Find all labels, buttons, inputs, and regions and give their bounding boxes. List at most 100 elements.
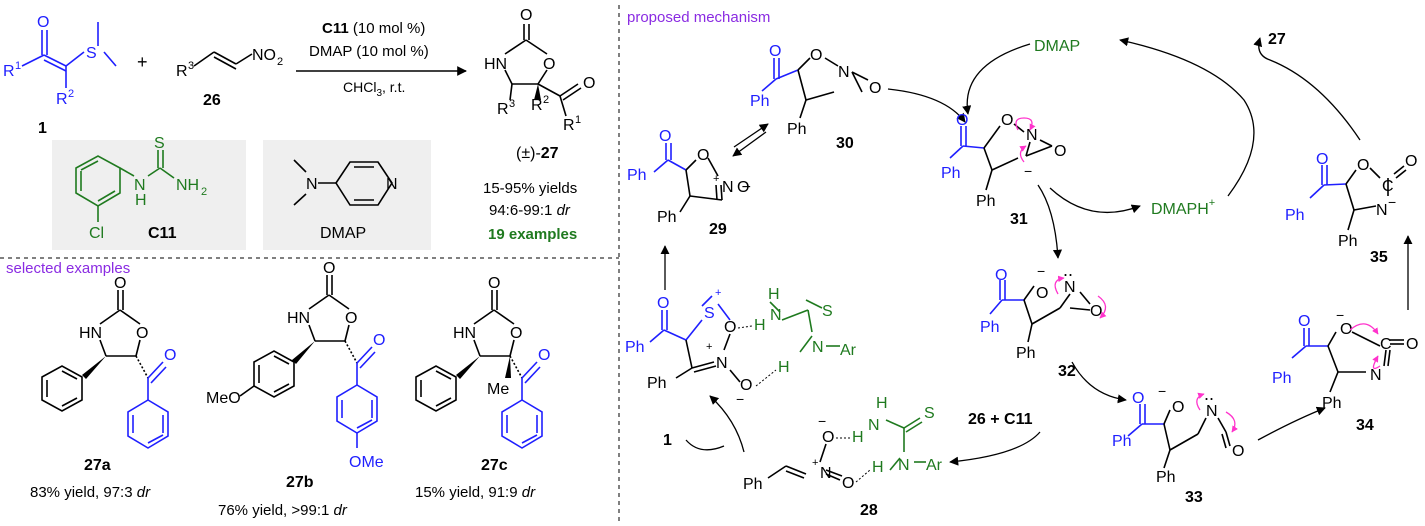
atom-plus: + bbox=[812, 457, 818, 469]
atom-n: N bbox=[306, 176, 318, 193]
condition-catalyst: C11 (10 mol %) bbox=[322, 20, 425, 37]
electron-arrow bbox=[1196, 392, 1205, 411]
plus-sign: + bbox=[137, 52, 148, 72]
label-28: 28 bbox=[860, 502, 878, 519]
dr-text: 94:6-99:1 dr bbox=[489, 202, 571, 219]
atom-o: O bbox=[1132, 390, 1144, 407]
example-27a-structure bbox=[41, 290, 141, 412]
arrow-dmaph-to-dmap bbox=[1119, 37, 1255, 197]
atom-o: O bbox=[538, 347, 550, 364]
atom-minus: − bbox=[1388, 194, 1396, 210]
dmap-structure bbox=[293, 159, 393, 206]
atom-o: O bbox=[740, 377, 752, 394]
atom-o: O bbox=[842, 475, 854, 492]
compound-1-label: 1 bbox=[38, 120, 47, 137]
atom-n: N bbox=[1370, 367, 1382, 384]
atom-ph: Ph bbox=[1338, 233, 1358, 250]
c11-panel bbox=[52, 140, 246, 250]
atom-ph: Ph bbox=[743, 476, 763, 493]
atom-minus: − bbox=[1024, 163, 1032, 179]
atom-ph: Ph bbox=[1112, 433, 1132, 450]
atom-o: O bbox=[1298, 313, 1310, 330]
atom-r2-sup: 2 bbox=[68, 88, 74, 100]
atom-o: O bbox=[956, 112, 968, 129]
atom-hn: HN bbox=[79, 325, 102, 342]
atom-o: O bbox=[1232, 443, 1244, 460]
intermediate-30 bbox=[761, 57, 869, 119]
arrow-32-to-33 bbox=[1071, 361, 1127, 404]
arrow-31-to-32 bbox=[1037, 184, 1063, 259]
atom-ominus: −O bbox=[737, 179, 751, 196]
atom-o: O bbox=[697, 147, 709, 164]
atom-h: H bbox=[754, 317, 766, 334]
equilibrium-arrow bbox=[732, 131, 767, 157]
compound-26-label: 26 bbox=[203, 92, 221, 109]
atom-ph: Ph bbox=[657, 209, 677, 226]
atom-o: O bbox=[1340, 321, 1352, 338]
atom-ph: Ph bbox=[1285, 207, 1305, 224]
atom-h: H bbox=[768, 286, 780, 303]
atom-o: O bbox=[164, 347, 176, 364]
dmap-panel bbox=[263, 140, 431, 250]
atom-o: O bbox=[657, 295, 669, 312]
arrow-33-to-34 bbox=[1257, 406, 1326, 441]
label-34: 34 bbox=[1356, 417, 1374, 434]
yields-text: 15-95% yields bbox=[483, 180, 577, 197]
atom-hn: HN bbox=[287, 310, 310, 327]
wedge-bond bbox=[82, 356, 106, 379]
condition-base: DMAP (10 mol %) bbox=[309, 43, 429, 60]
atom-minus: − bbox=[736, 391, 744, 407]
atom-ar: Ar bbox=[840, 342, 857, 359]
product-27 bbox=[504, 24, 582, 117]
atom-r3-sup: 3 bbox=[188, 60, 194, 72]
example-27b-structure bbox=[239, 275, 350, 398]
atom-o: O bbox=[114, 275, 126, 292]
c11-label: C11 bbox=[148, 225, 177, 242]
atom-r3-sup: 3 bbox=[509, 98, 515, 110]
atom-o: O bbox=[659, 128, 671, 145]
atom-ph: Ph bbox=[787, 121, 807, 138]
mechanism-title: proposed mechanism bbox=[627, 9, 770, 26]
atom-o: O bbox=[1357, 157, 1369, 174]
reagent-1-label: 1 bbox=[663, 432, 672, 449]
atom-r3: R bbox=[497, 101, 509, 118]
example-27c-yield: 15% yield, 91:9 dr bbox=[415, 484, 536, 501]
atom-r1-sup: 1 bbox=[15, 60, 21, 72]
atom-r3: R bbox=[176, 63, 188, 80]
example-27a-yield: 83% yield, 97:3 dr bbox=[30, 484, 151, 501]
atom-o: O bbox=[1172, 399, 1184, 416]
product-label: (±)-27 bbox=[516, 145, 559, 162]
atom-s: S bbox=[924, 405, 935, 422]
atom-o: O bbox=[769, 43, 781, 60]
atom-ar: Ar bbox=[926, 457, 943, 474]
hash-bond bbox=[135, 355, 149, 379]
atom-no2: NO bbox=[252, 47, 276, 64]
electron-arrow bbox=[1372, 355, 1381, 370]
atom-ph: Ph bbox=[1272, 370, 1292, 387]
atom-o: O bbox=[37, 14, 49, 31]
atom-h: H bbox=[778, 359, 790, 376]
atom-n: N bbox=[770, 307, 782, 324]
atom-h: H bbox=[876, 395, 888, 412]
equilibrium-arrow bbox=[733, 123, 769, 148]
atom-me: Me bbox=[487, 381, 509, 398]
atom-r2: R bbox=[56, 91, 68, 108]
atom-no2-sub: 2 bbox=[277, 56, 283, 68]
atom-hn: HN bbox=[484, 56, 507, 73]
hbond bbox=[755, 369, 777, 387]
atom-o: O bbox=[373, 332, 385, 349]
lone-pair: .. bbox=[1204, 384, 1214, 404]
hbond bbox=[737, 325, 753, 329]
atom-nh: N bbox=[134, 177, 146, 194]
atom-plus: + bbox=[713, 173, 719, 185]
benzoyl-27a bbox=[127, 361, 169, 449]
arrow-reagents-to-28 bbox=[949, 431, 1041, 466]
atom-s: S bbox=[86, 45, 97, 62]
atom-ph: Ph bbox=[625, 339, 645, 356]
nitroalkene-28 bbox=[767, 417, 926, 481]
atom-minus: − bbox=[1037, 263, 1045, 279]
benzoyl-27c bbox=[501, 361, 543, 449]
atom-c: C bbox=[1382, 178, 1394, 195]
atom-n: N bbox=[386, 176, 398, 193]
